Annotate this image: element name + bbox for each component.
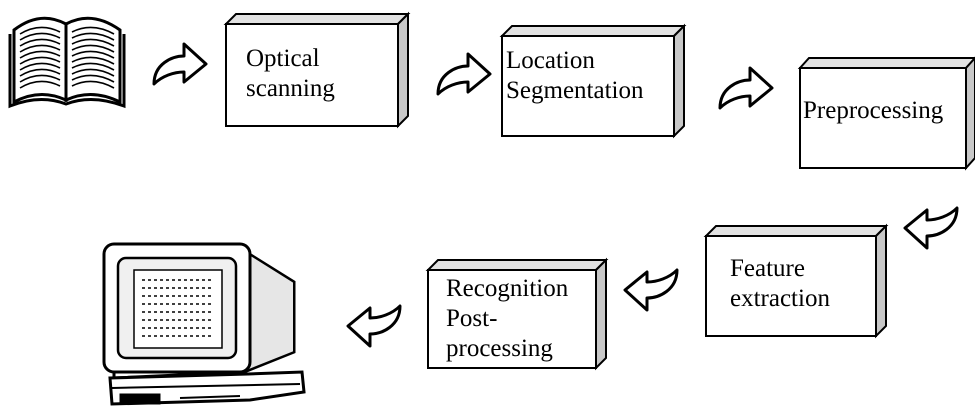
label-line: extraction [730, 285, 830, 312]
arrow-book-to-scanning [152, 42, 208, 86]
label-line: Optical [246, 45, 320, 72]
label-line: processing [446, 335, 553, 362]
open-book-icon [8, 16, 126, 109]
label-line: Segmentation [506, 77, 644, 104]
label-line: Post- [446, 305, 498, 332]
arrow-preprocessing-to-feature [903, 206, 959, 250]
box-feature-extraction [703, 223, 889, 339]
label-line: Location [506, 47, 595, 74]
label-line: scanning [246, 75, 335, 102]
step-label-optical-scanning: Optical scanning [246, 44, 335, 104]
step-label-feature-extraction: Feature extraction [730, 254, 830, 314]
label-line: Feature [730, 255, 805, 282]
arrow-feature-to-recognition [623, 268, 679, 312]
arrow-segmentation-to-preprocessing [718, 66, 774, 110]
label-line: Recognition [446, 275, 569, 302]
box-recognition-postprocessing [425, 257, 609, 371]
computer-monitor-icon [102, 242, 306, 406]
step-label-location-segmentation: Location Segmentation [506, 46, 643, 106]
label-line: Preprocessing [803, 97, 944, 124]
step-label-preprocessing: Preprocessing [803, 96, 943, 126]
box-location-segmentation [499, 23, 687, 139]
box-optical-scanning [223, 11, 411, 129]
step-label-recognition-postprocessing: Recognition Post- processing [446, 274, 568, 364]
arrow-recognition-to-computer [346, 304, 402, 348]
box-preprocessing [797, 56, 975, 171]
arrow-scanning-to-segmentation [436, 52, 492, 96]
